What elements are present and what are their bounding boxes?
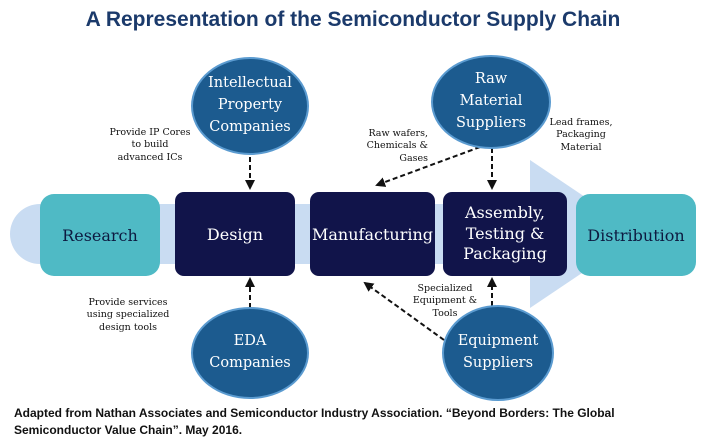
- manufacturing-label: Manufacturing: [312, 224, 433, 244]
- assembly-testing-packaging-stage: Assembly, Testing & Packaging: [443, 192, 567, 276]
- ip-cores-note-line-3: advanced ICs: [117, 151, 183, 163]
- design-stage: Design: [175, 192, 295, 276]
- eda-label-line-2: Companies: [209, 355, 291, 371]
- manufacturing-stage: Manufacturing: [310, 192, 435, 276]
- distribution-stage: Distribution: [576, 194, 696, 276]
- lead-frames-note-line-1: Lead frames,: [549, 117, 613, 128]
- raw-wafers-note: Raw wafers, Chemicals & Gases: [362, 128, 428, 165]
- assembly-label-line-3: Packaging: [463, 244, 547, 264]
- raw-wafers-note-line-1: Raw wafers,: [368, 128, 428, 139]
- lead-frames-note: Lead frames, Packaging Material: [541, 117, 621, 154]
- distribution-label: Distribution: [587, 225, 685, 245]
- raw-to-manufacturing-arrow: [375, 146, 481, 187]
- design-tools-note-line-3: design tools: [98, 321, 157, 333]
- raw-wafers-note-line-3: Gases: [399, 152, 428, 164]
- raw-material-suppliers-circle: Raw Material Suppliers: [431, 55, 551, 149]
- page-title: A Representation of the Semiconductor Su…: [85, 8, 621, 31]
- source-caption: Adapted from Nathan Associates and Semic…: [14, 406, 615, 438]
- raw-wafers-note-line-2: Chemicals &: [366, 140, 428, 152]
- design-tools-note-line-2: using specialized: [86, 309, 170, 321]
- eda-companies-circle: EDA Companies: [191, 307, 309, 399]
- equipment-suppliers-circle: Equipment Suppliers: [442, 305, 554, 401]
- lead-frames-note-line-2: Packaging: [556, 129, 606, 141]
- ip-label-line-2: Property: [217, 97, 283, 114]
- raw-label-line-1: Raw: [474, 71, 508, 88]
- design-label: Design: [206, 224, 264, 244]
- raw-label-line-3: Suppliers: [455, 114, 527, 131]
- assembly-label-line-2: Testing &: [465, 223, 545, 243]
- eda-label-line-1: EDA: [233, 333, 267, 350]
- research-label: Research: [62, 225, 138, 245]
- equipment-label-line-1: Equipment: [457, 333, 539, 350]
- equipment-to-manufacturing-arrow: [363, 281, 445, 341]
- equipment-label-line-2: Suppliers: [462, 355, 534, 371]
- ip-cores-note: Provide IP Cores to build advanced ICs: [104, 127, 196, 164]
- design-tools-note-line-1: Provide services: [88, 297, 168, 308]
- ip-label-line-1: Intellectual: [208, 75, 292, 92]
- design-tools-note: Provide services using specialized desig…: [78, 297, 178, 334]
- equipment-tools-note: Specialized Equipment & Tools: [409, 283, 481, 320]
- ip-label-line-3: Companies: [209, 118, 291, 135]
- research-stage: Research: [40, 194, 160, 276]
- assembly-label-line-1: Assembly,: [465, 202, 545, 222]
- ip-companies-circle: Intellectual Property Companies: [191, 57, 309, 155]
- ip-cores-note-line-2: to build: [131, 139, 169, 151]
- lead-frames-note-line-3: Material: [560, 141, 602, 153]
- ip-cores-note-line-1: Provide IP Cores: [109, 127, 191, 138]
- equipment-tools-note-line-1: Specialized: [417, 283, 473, 294]
- raw-label-line-2: Material: [459, 93, 523, 110]
- equipment-tools-note-line-2: Equipment &: [412, 295, 478, 307]
- equipment-tools-note-line-3: Tools: [432, 307, 458, 319]
